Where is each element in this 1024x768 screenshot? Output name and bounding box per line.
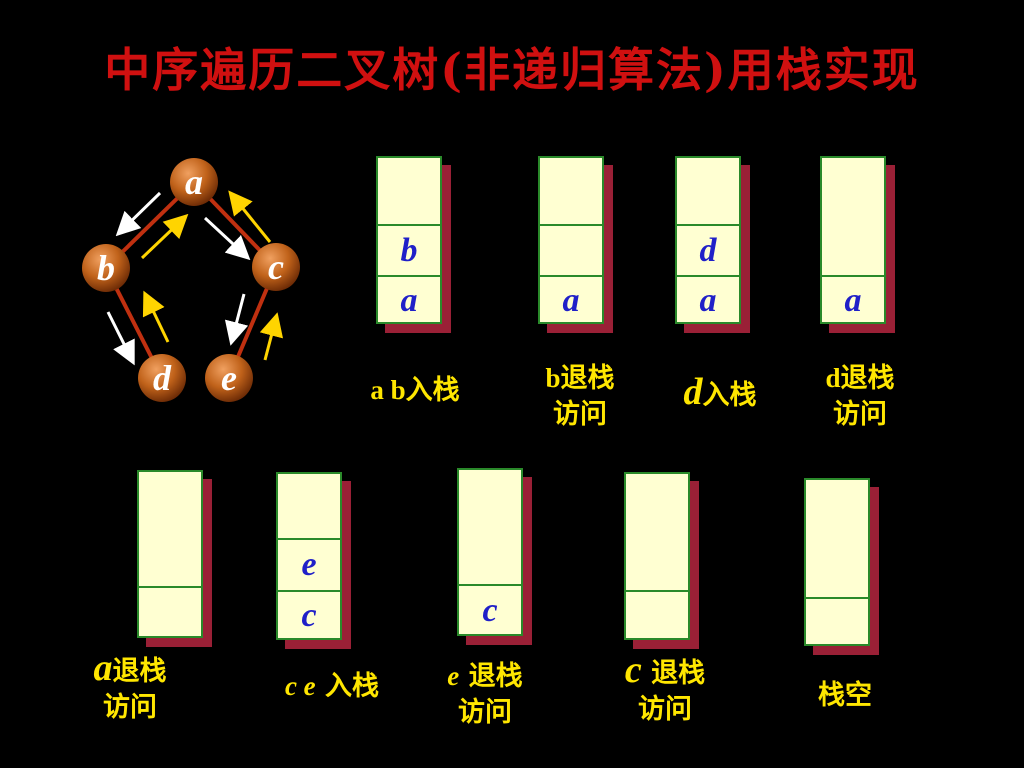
stack-slot	[540, 224, 602, 275]
arrow-up-e-c	[259, 312, 284, 361]
stack-step-7: c	[457, 468, 532, 645]
stack-step-1: b a	[376, 156, 451, 333]
arrow-up-c-a	[228, 190, 272, 243]
stack-step-3: d a	[675, 156, 750, 333]
caption-step-9: 栈空	[818, 680, 872, 711]
arrow-down-c-e	[224, 293, 249, 346]
tree-node-c	[252, 243, 300, 291]
tree-node-label-d: d	[153, 358, 172, 398]
stack-slot: a	[540, 275, 602, 324]
tree-node-label-c: c	[268, 247, 284, 287]
stack-step-4: a	[820, 156, 895, 333]
stack-slot: a	[378, 275, 440, 324]
arrow-down-a-c	[203, 216, 251, 261]
caption-step-2: b退栈 访问	[545, 363, 615, 430]
caption-step-7: e 退栈 访问	[447, 661, 523, 728]
stack-slot	[806, 597, 868, 646]
stack-slot: a	[677, 275, 739, 324]
stack-step-6: e c	[276, 472, 351, 649]
stack-step-2: a	[538, 156, 613, 333]
arrow-up-d-b	[142, 290, 170, 343]
stack-slot: b	[378, 224, 440, 275]
stack-slot: c	[459, 584, 521, 636]
caption-step-1: a b入栈	[370, 375, 460, 406]
stack-slot: a	[822, 275, 884, 324]
tree-node-b	[82, 244, 130, 292]
stack-slot: d	[677, 224, 739, 275]
page-title: 中序遍历二叉树(非递归算法)用栈实现	[104, 43, 920, 97]
stack-slot: e	[278, 538, 340, 590]
tree-node-a	[170, 158, 218, 206]
arrow-up-b-a	[140, 213, 189, 260]
stack-step-8	[624, 472, 699, 649]
tree-node-label-a: a	[185, 162, 203, 202]
caption-step-4: d退栈 访问	[825, 363, 895, 430]
caption-step-5: a退栈 访问	[93, 647, 167, 723]
stack-slot	[626, 590, 688, 640]
caption-step-8: c 退栈 访问	[624, 649, 706, 725]
tree-node-label-b: b	[97, 248, 115, 288]
caption-step-6: c e 入栈	[284, 671, 380, 702]
stack-slot: c	[278, 590, 340, 640]
caption-step-3: d入栈	[683, 371, 757, 413]
stack-slot	[139, 586, 201, 638]
tree-node-d	[138, 354, 186, 402]
tree-node-label-e: e	[221, 358, 237, 398]
arrow-down-a-b	[115, 191, 162, 237]
tree-node-e	[205, 354, 253, 402]
stack-step-5	[137, 470, 212, 647]
arrow-down-b-d	[106, 311, 135, 366]
stack-step-9	[804, 478, 879, 655]
